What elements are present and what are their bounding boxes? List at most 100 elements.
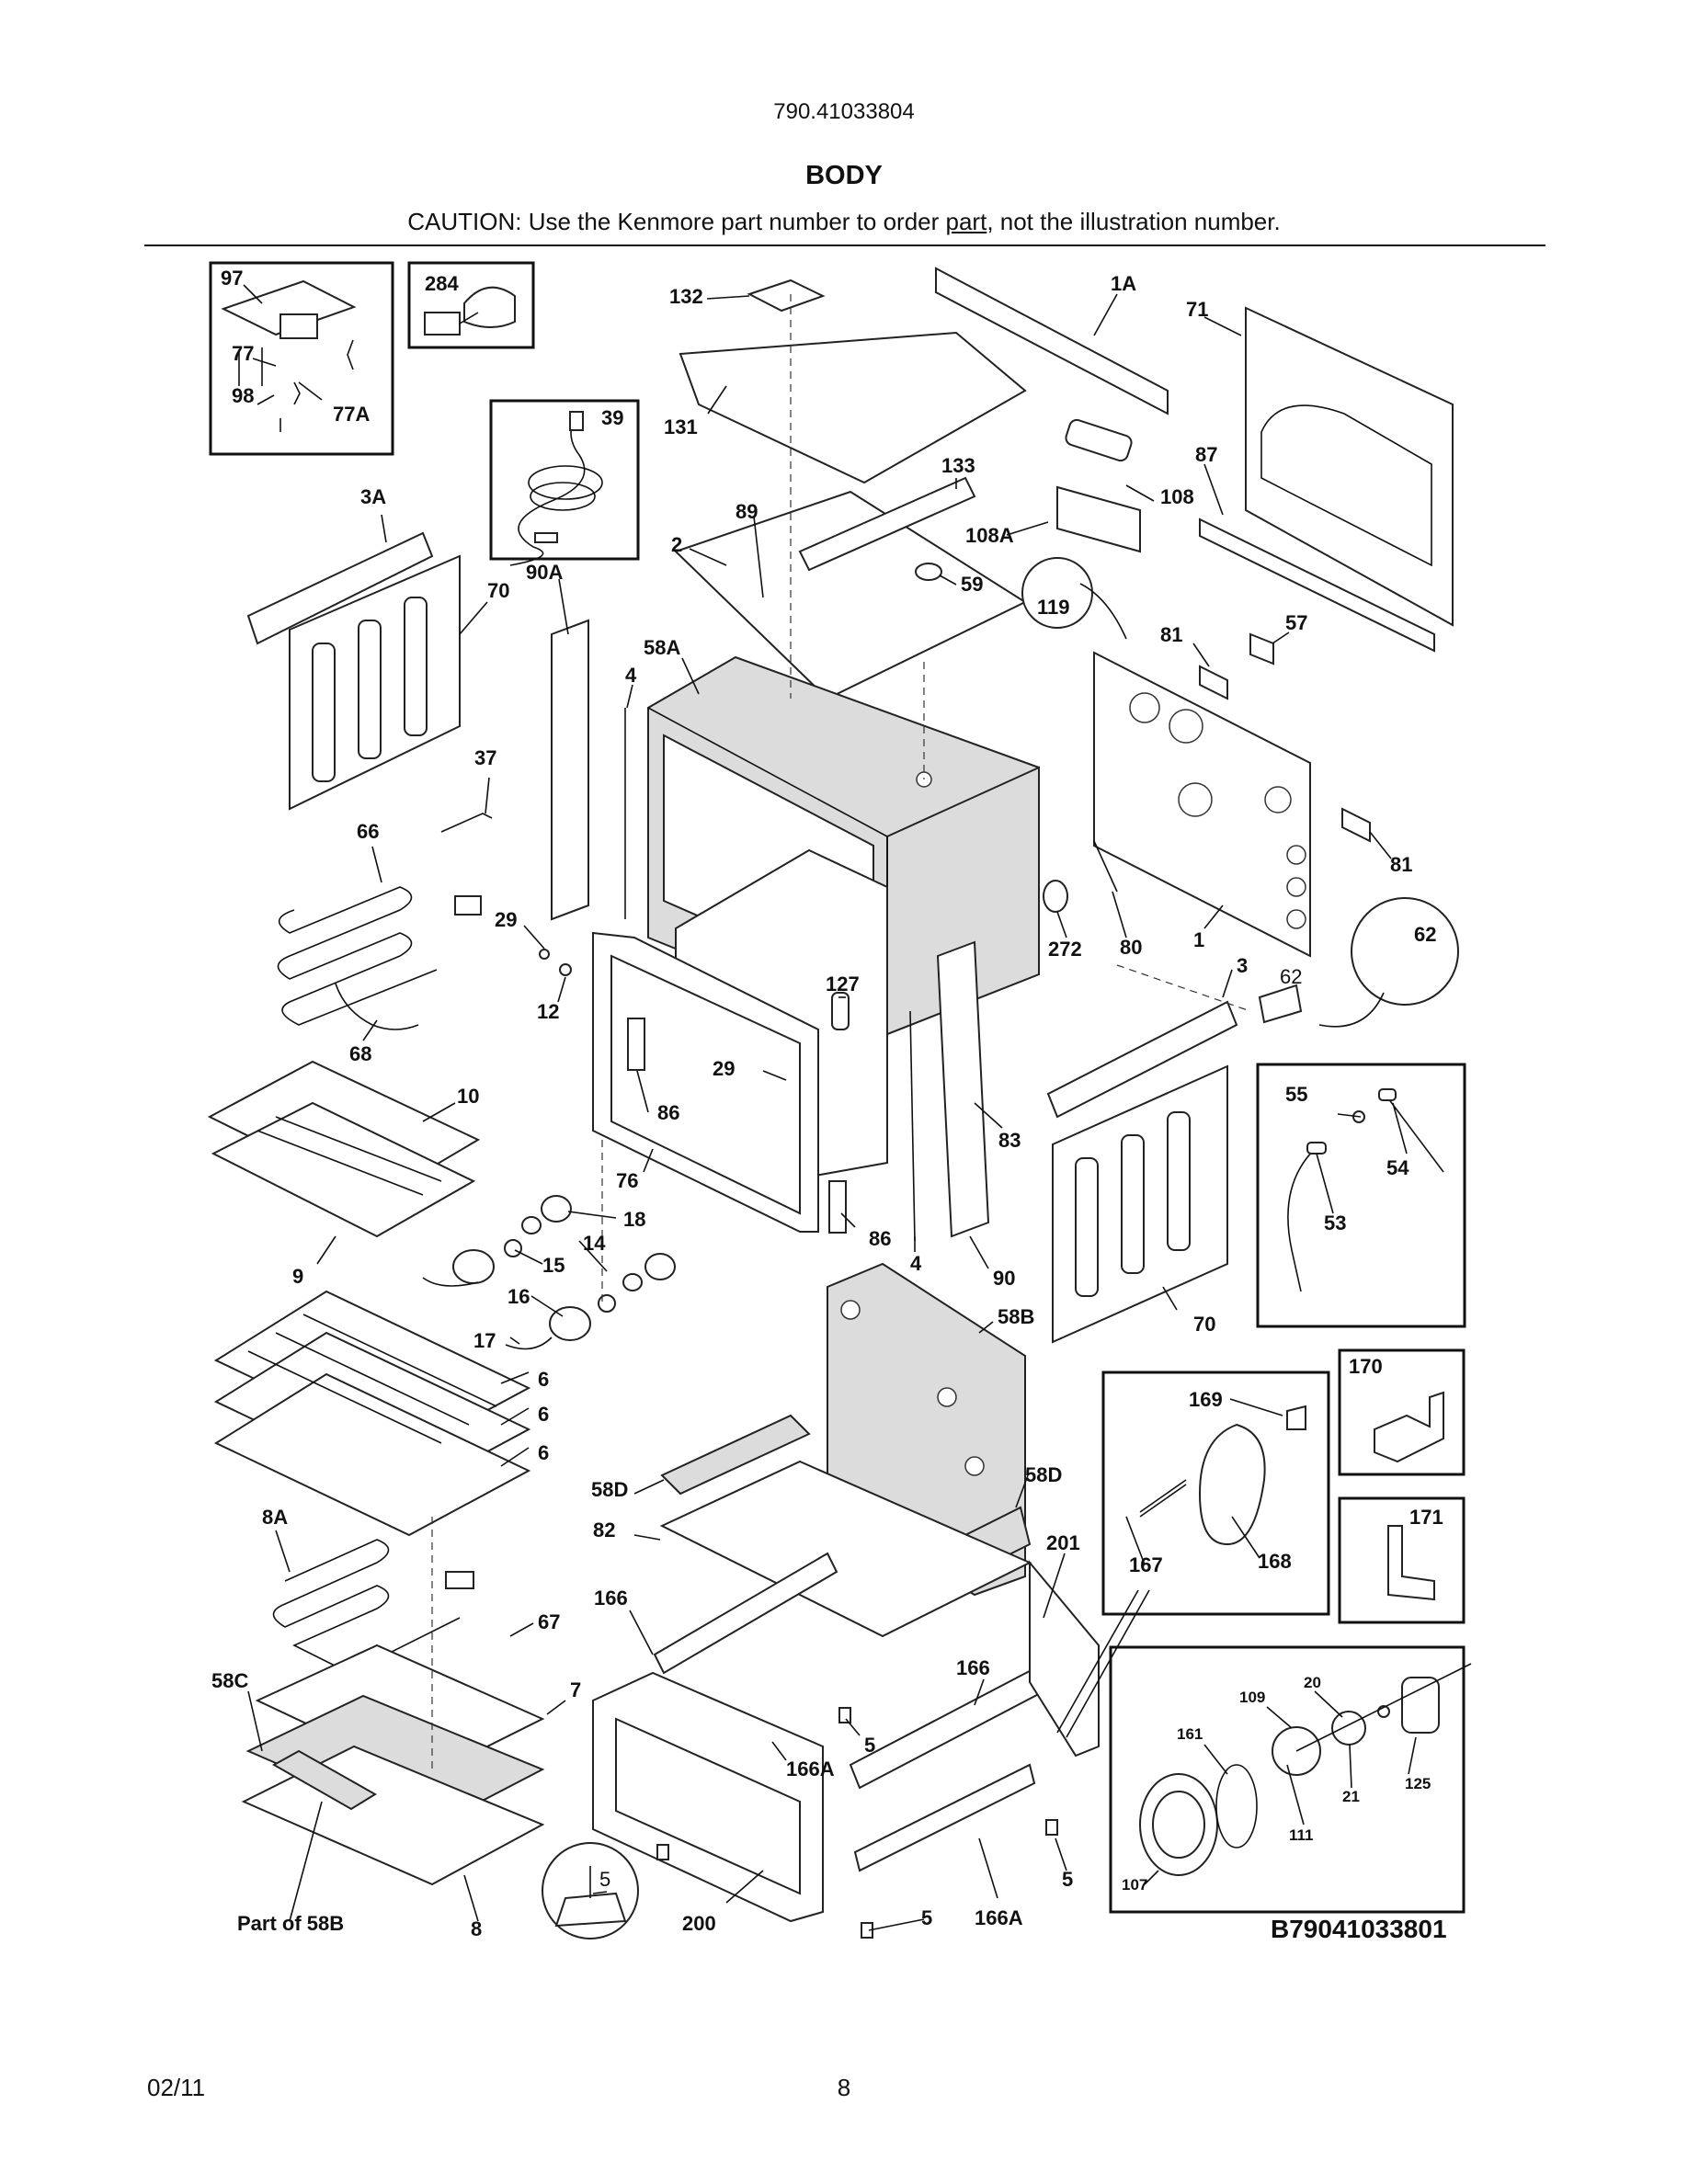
side-trim-3a: [246, 531, 434, 645]
insulation-58b-hole-1: [840, 1300, 861, 1320]
broil-element-67: [272, 1539, 461, 1674]
callout-4-upper: 4: [625, 664, 637, 687]
callout-109: 109: [1239, 1689, 1265, 1706]
oven-racks: [213, 1290, 531, 1537]
callout-58b: 58B: [998, 1305, 1034, 1328]
caution-note: CAUTION: Use the Kenmore part number to …: [0, 208, 1688, 236]
callout-161: 161: [1177, 1725, 1203, 1743]
detail-62-circle: [1351, 897, 1459, 1006]
leveler-foot-detail: [554, 1892, 627, 1928]
callout-10: 10: [457, 1085, 479, 1108]
callout-29-inner: 29: [713, 1057, 735, 1080]
inset-box-latch: [1101, 1371, 1330, 1616]
callout-37: 37: [474, 746, 496, 769]
footer-page-number: 8: [837, 2074, 851, 2101]
inset-box-bracket-170: [1338, 1348, 1466, 1476]
callout-68: 68: [349, 1042, 371, 1065]
screw-12: [559, 963, 572, 976]
frame-200-inner: [615, 1717, 801, 1895]
callout-4-lower: 4: [910, 1252, 922, 1275]
callout-5-center: 5: [864, 1734, 875, 1757]
callout-70-lower: 70: [1193, 1313, 1215, 1336]
callout-284: 284: [425, 272, 459, 295]
callout-2: 2: [671, 533, 682, 556]
callout-5-bottom: 5: [921, 1906, 932, 1929]
callout-7: 7: [570, 1678, 581, 1701]
callout-6-middle: 6: [538, 1403, 549, 1426]
rail-166a: [853, 1763, 1036, 1872]
alignment-line-3: [1116, 964, 1251, 1012]
callout-82: 82: [593, 1519, 615, 1541]
rail-166-left: [653, 1552, 838, 1675]
side-panel-right-window-2: [1121, 1134, 1145, 1274]
side-panel-right-window-3: [1167, 1111, 1191, 1251]
spacer-83: [936, 940, 990, 1238]
insulation-part-of-58b: [271, 1749, 377, 1811]
callout-81-upper: 81: [1160, 623, 1182, 646]
callout-66: 66: [357, 820, 379, 843]
bracket-81-top: [1199, 665, 1228, 700]
callout-57: 57: [1285, 611, 1307, 634]
callout-58c: 58C: [211, 1669, 248, 1692]
bumper-272: [1043, 880, 1068, 913]
bracket-171-part: [1387, 1525, 1435, 1601]
trim-3: [1046, 1000, 1238, 1119]
callout-119: 119: [1037, 596, 1070, 619]
callout-53: 53: [1324, 1211, 1346, 1234]
callout-90: 90: [993, 1267, 1015, 1290]
inset-box-probe: [1256, 1063, 1466, 1328]
callout-86-lower: 86: [869, 1227, 891, 1250]
callout-70-upper: 70: [487, 579, 509, 602]
callout-71: 71: [1186, 298, 1208, 321]
front-frame-76-inner: [610, 954, 801, 1215]
callout-97: 97: [221, 267, 243, 290]
bracket-57: [1249, 632, 1274, 665]
callout-1a: 1A: [1111, 272, 1136, 295]
callout-76: 76: [616, 1169, 638, 1192]
lamp-assemblies: [422, 1195, 676, 1350]
element-bracket-8a: [445, 1571, 474, 1589]
rear-panel-1: [1093, 651, 1311, 958]
clip-68: [335, 983, 419, 1030]
callout-131: 131: [664, 415, 698, 438]
leader-lines: [243, 284, 1417, 1931]
section-title: BODY: [805, 161, 883, 190]
caution-text-start: CAUTION: Use the Kenmore part number to …: [407, 208, 946, 235]
callout-81-lower: 81: [1390, 853, 1412, 876]
screw-29-left: [539, 949, 550, 960]
probe-parts: [1287, 1088, 1444, 1292]
callout-58d-left: 58D: [591, 1478, 628, 1501]
lamp-socket-part: [424, 286, 516, 336]
inset-box-control-board: [209, 261, 394, 456]
callout-5-detail: 5: [599, 1868, 610, 1891]
side-panel-right-window-1: [1075, 1157, 1099, 1297]
callout-90a: 90A: [526, 561, 563, 584]
bracket-108a: [1056, 485, 1141, 553]
element-bracket-66: [454, 895, 482, 916]
leveler-5-c: [1045, 1819, 1058, 1836]
drawing-number: B79041033801: [1271, 1915, 1447, 1943]
side-panel-window-3: [404, 597, 428, 736]
callout-29-left: 29: [495, 908, 517, 931]
rear-panel-71: [1245, 306, 1454, 627]
insulation-58d-left: [660, 1414, 811, 1496]
rear-bracket-87: [1199, 518, 1435, 653]
callout-77a: 77A: [333, 403, 370, 426]
bracket-170-part: [1374, 1391, 1444, 1463]
hinge-86-right: [828, 1180, 847, 1234]
callout-87: 87: [1195, 443, 1217, 466]
callout-39: 39: [601, 406, 623, 429]
spacer-90a: [551, 619, 589, 921]
header-rule: [144, 245, 1545, 246]
callout-67: 67: [538, 1610, 560, 1633]
callout-200: 200: [682, 1912, 716, 1935]
footer-date: 02/11: [147, 2074, 206, 2101]
callout-17: 17: [473, 1329, 496, 1352]
exploded-parts-diagram: 97 77 98 77A 284 39 132 1A 71 131 133 10…: [207, 261, 1472, 1943]
frame-201: [1029, 1560, 1100, 1757]
detail-119-circle: [1021, 557, 1093, 629]
insulation-58b-hole-3: [964, 1456, 985, 1476]
wire-37: [440, 813, 493, 833]
leveler-5-b: [656, 1844, 669, 1860]
callout-166a-bottom: 166A: [975, 1906, 1023, 1929]
